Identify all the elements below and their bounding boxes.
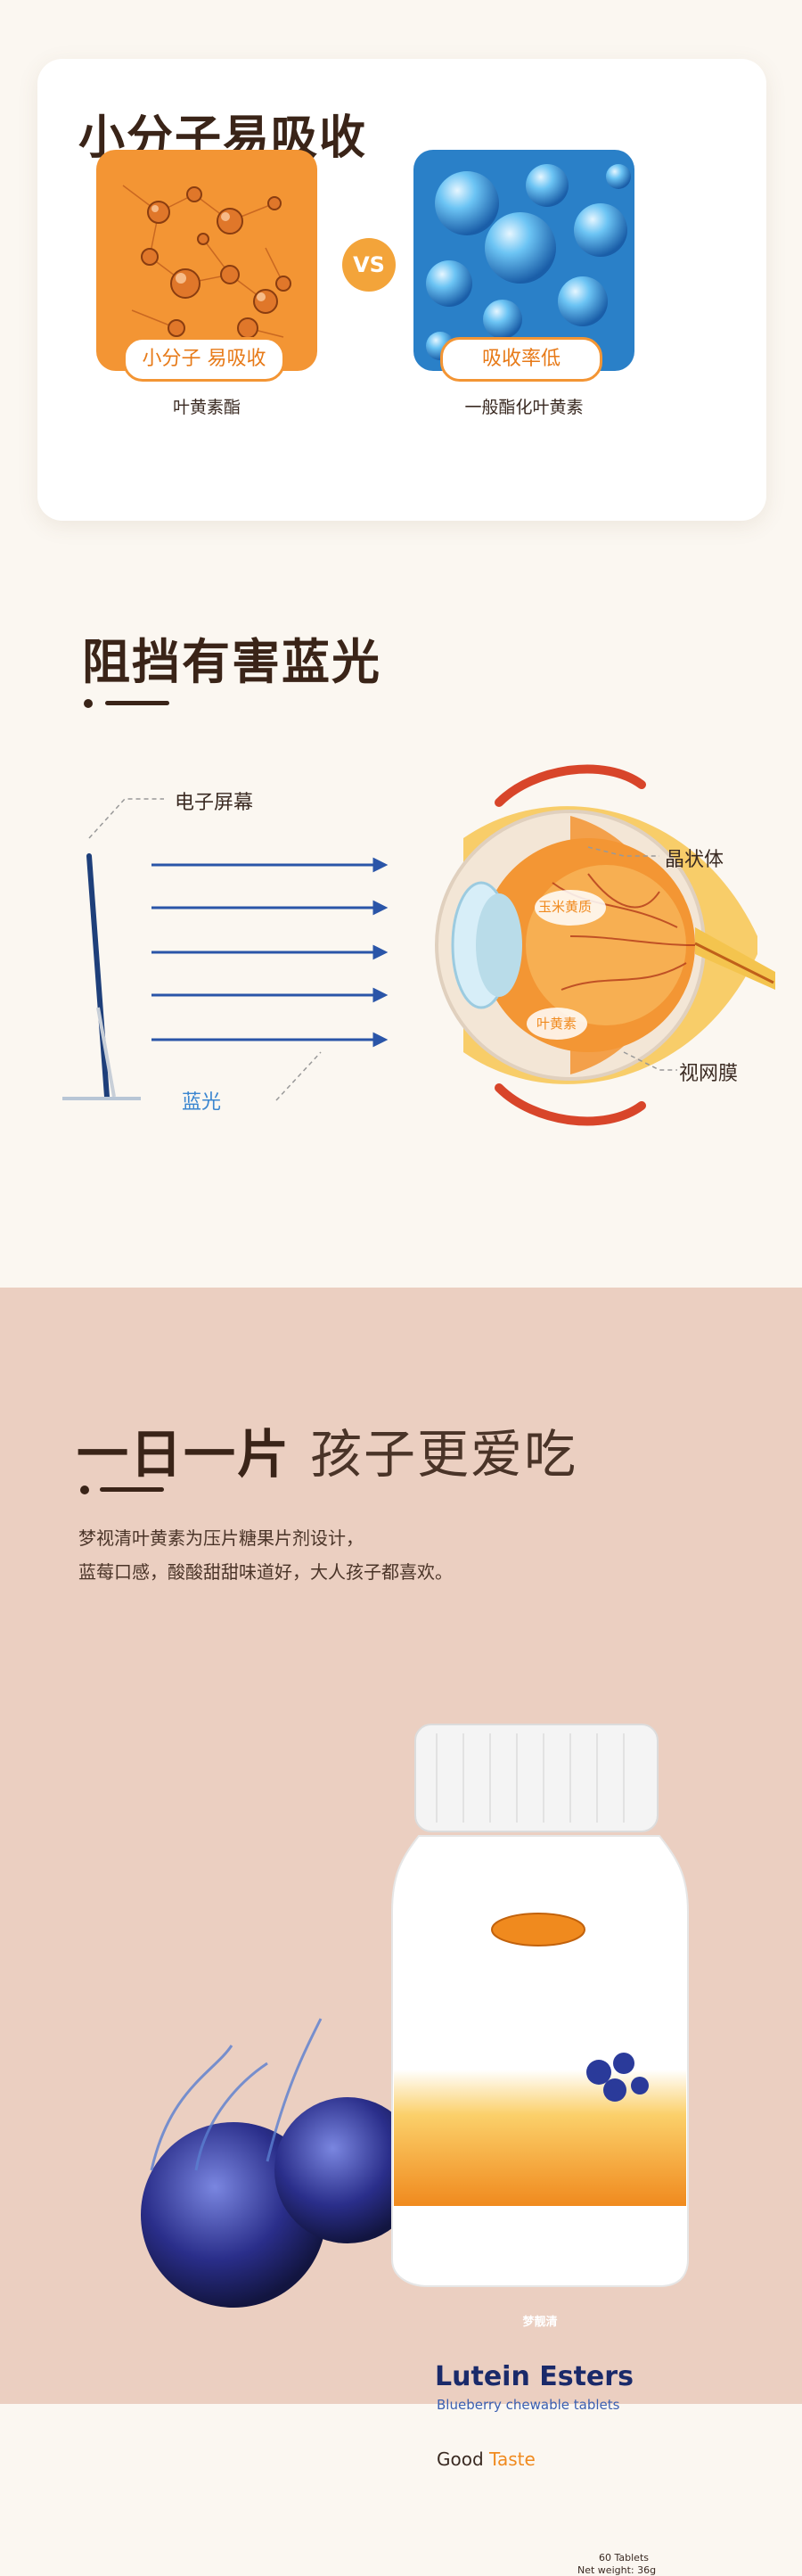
taste-desc-line1: 梦视清叶黄素为压片糖果片剂设计， [78,1527,364,1549]
tablet-count: 60 Tablets [599,2552,649,2564]
retina-label: 视网膜 [679,1063,739,1085]
taste-description: 梦视清叶黄素为压片糖果片剂设计， 蓝莓口感，酸酸甜甜味道好，大人孩子都喜欢。 [78,1521,453,1589]
taste-section: 一日一片孩子更爱吃 梦视清叶黄素为压片糖果片剂设计， 蓝莓口感，酸酸甜甜味道好，… [0,1288,802,2576]
screen-label: 电子屏幕 [175,792,254,814]
title-divider-dot [84,699,93,708]
taste-divider-dot [80,1486,89,1494]
low-absorption-badge: 吸收率低 [440,337,602,382]
taste-title: 一日一片孩子更爱吃 [77,1412,577,1487]
lutein-ester-caption: 叶黄素酯 [172,398,241,417]
taste-divider-line [100,1487,164,1492]
good-taste: Good Taste [437,2448,536,2470]
bottle-cap [414,1724,659,1832]
net-weight: Net weight: 36g [577,2564,657,2576]
taste-text: Taste [489,2448,536,2470]
bubble-illustration [426,164,631,360]
bluelight-section: 阻挡有害蓝光 [0,571,802,1288]
lens-label: 晶状体 [665,849,724,871]
title-divider-line [105,701,169,705]
large-molecule-image [413,150,634,371]
brand-logo: 梦靓清 [522,2316,558,2329]
good-text: Good [437,2448,484,2470]
zeaxanthin-label: 玉米黄质 [538,899,593,915]
product-illustration [141,1724,689,2308]
bluelight-label: 蓝光 [182,1091,222,1114]
taste-title-light: 孩子更爱吃 [310,1424,578,1485]
taste-title-bold: 一日一片 [77,1424,291,1485]
product-name: Lutein Esters [435,2361,634,2392]
product-subtitle: Blueberry chewable tablets [437,2397,620,2413]
taste-desc-line2: 蓝莓口感，酸酸甜甜味道好，大人孩子都喜欢。 [78,1561,453,1583]
lutein-label: 叶黄素 [536,1016,577,1032]
small-molecule-badge: 小分子 易吸收 [123,337,285,382]
small-molecule-image [96,150,317,371]
bottle-label [394,1903,686,2206]
esterified-lutein-caption: 一般酯化叶黄素 [464,398,584,417]
bluelight-diagram [62,764,775,1126]
vs-badge: VS [342,238,396,292]
monitor-icon [62,853,141,1100]
eye-illustration [435,764,775,1126]
bluelight-title: 阻挡有害蓝光 [82,634,381,690]
blueberry-small [274,2097,421,2243]
absorption-section: 小分子易吸收 [0,0,802,571]
brand-badge [491,1913,585,1946]
molecule-illustration [122,185,291,339]
